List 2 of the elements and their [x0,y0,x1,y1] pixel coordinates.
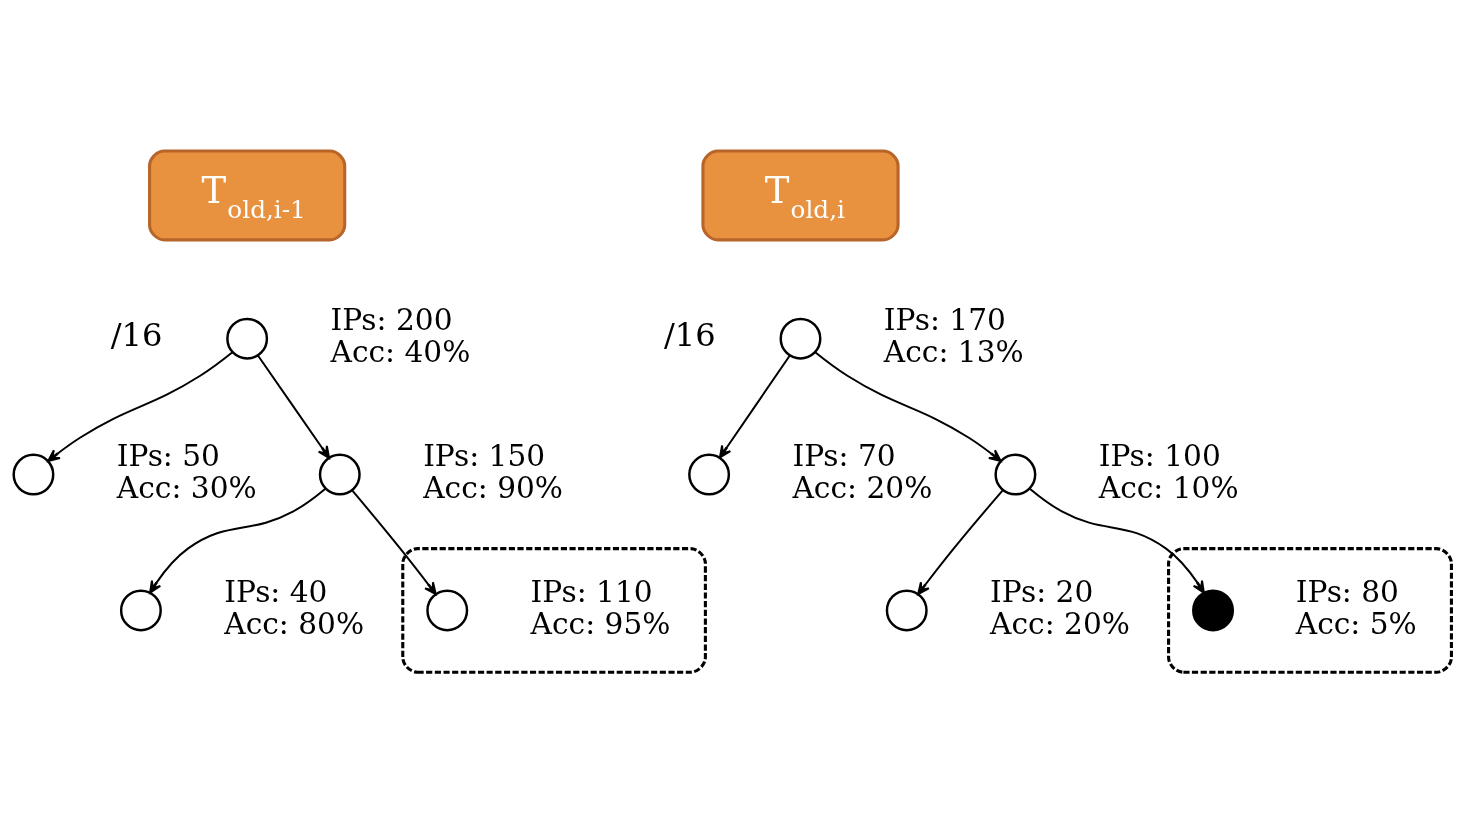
node-label: /16 [110,315,163,354]
node-label: /16 [664,315,716,354]
